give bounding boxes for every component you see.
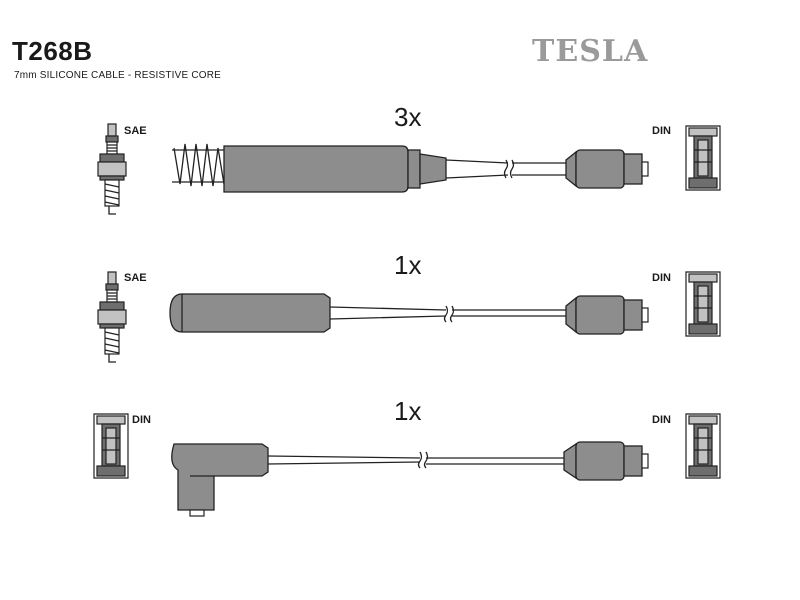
- row-1-left-label: SAE: [124, 125, 147, 137]
- row-1-din-terminal-icon: [685, 125, 721, 191]
- row-3-din-terminal-left-icon: [93, 413, 129, 479]
- row-2-left-label: SAE: [124, 272, 147, 284]
- row-1-sae-spark-plug-icon: [97, 123, 127, 215]
- row-3-right-label: DIN: [652, 414, 671, 426]
- cable-description: 7mm SILICONE CABLE - RESISTIVE CORE: [14, 70, 222, 81]
- row-2-cable: [169, 293, 649, 335]
- row-1-quantity: 3x: [394, 102, 422, 132]
- row-1-cable: [223, 145, 649, 193]
- brand-logo: TESLA: [532, 34, 649, 69]
- row-2-sae-spark-plug-icon: [97, 271, 127, 363]
- row-1-right-label: DIN: [652, 125, 671, 137]
- row-3-quantity: 1x: [394, 396, 422, 426]
- row-3-cable: [171, 441, 649, 517]
- row-2-quantity: 1x: [394, 250, 422, 280]
- row-2-din-terminal-icon: [685, 271, 721, 337]
- part-number-title: T268B: [12, 36, 93, 66]
- row-1-spring-terminal-icon: [172, 143, 226, 187]
- row-3-left-label: DIN: [132, 414, 151, 426]
- row-3-din-terminal-right-icon: [685, 413, 721, 479]
- row-2-right-label: DIN: [652, 272, 671, 284]
